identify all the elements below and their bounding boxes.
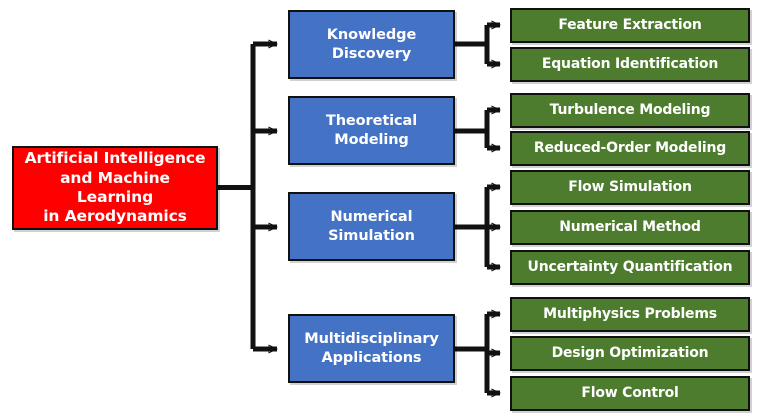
leaf-node-flow-control[interactable]: Flow Control — [510, 376, 750, 411]
leaf-node-label: Design Optimization — [551, 344, 709, 361]
branch-node-label: Theoretical Modeling — [325, 113, 418, 148]
branch-node-label: Knowledge Discovery — [326, 27, 417, 62]
leaf-node-turbulence-modeling[interactable]: Turbulence Modeling — [510, 93, 750, 128]
leaf-node-label: Multiphysics Problems — [543, 305, 717, 322]
leaf-node-equation-identification[interactable]: Equation Identification — [510, 47, 750, 82]
leaf-node-design-optimization[interactable]: Design Optimization — [510, 336, 750, 371]
leaf-node-label: Flow Control — [581, 384, 679, 401]
leaf-node-reduced-order-modeling[interactable]: Reduced-Order Modeling — [510, 131, 750, 166]
branch-node-label: Multidisciplinary Applications — [304, 331, 439, 366]
branch-node-knowledge-discovery[interactable]: Knowledge Discovery — [288, 10, 455, 79]
branch-node-theoretical-modeling[interactable]: Theoretical Modeling — [288, 96, 455, 165]
leaf-node-feature-extraction[interactable]: Feature Extraction — [510, 8, 750, 43]
leaf-node-numerical-method[interactable]: Numerical Method — [510, 210, 750, 245]
leaf-node-uncertainty-quantification[interactable]: Uncertainty Quantification — [510, 250, 750, 285]
leaf-node-label: Feature Extraction — [558, 16, 702, 33]
leaf-node-multiphysics-problems[interactable]: Multiphysics Problems — [510, 297, 750, 332]
branch-node-label: Numerical Simulation — [328, 209, 415, 244]
root-node-label: Artificial Intelligence and Machine Lear… — [24, 149, 206, 226]
branch-node-multidisciplinary-applications[interactable]: Multidisciplinary Applications — [288, 314, 455, 383]
leaf-node-label: Turbulence Modeling — [549, 101, 711, 118]
leaf-node-label: Flow Simulation — [568, 178, 692, 195]
leaf-node-label: Reduced-Order Modeling — [533, 139, 727, 156]
leaf-node-label: Equation Identification — [541, 55, 719, 72]
leaf-node-flow-simulation[interactable]: Flow Simulation — [510, 170, 750, 205]
root-node-ai-ml-aerodynamics[interactable]: Artificial Intelligence and Machine Lear… — [12, 146, 218, 230]
leaf-node-label: Uncertainty Quantification — [527, 258, 733, 275]
branch-node-numerical-simulation[interactable]: Numerical Simulation — [288, 192, 455, 261]
leaf-node-label: Numerical Method — [559, 218, 701, 235]
